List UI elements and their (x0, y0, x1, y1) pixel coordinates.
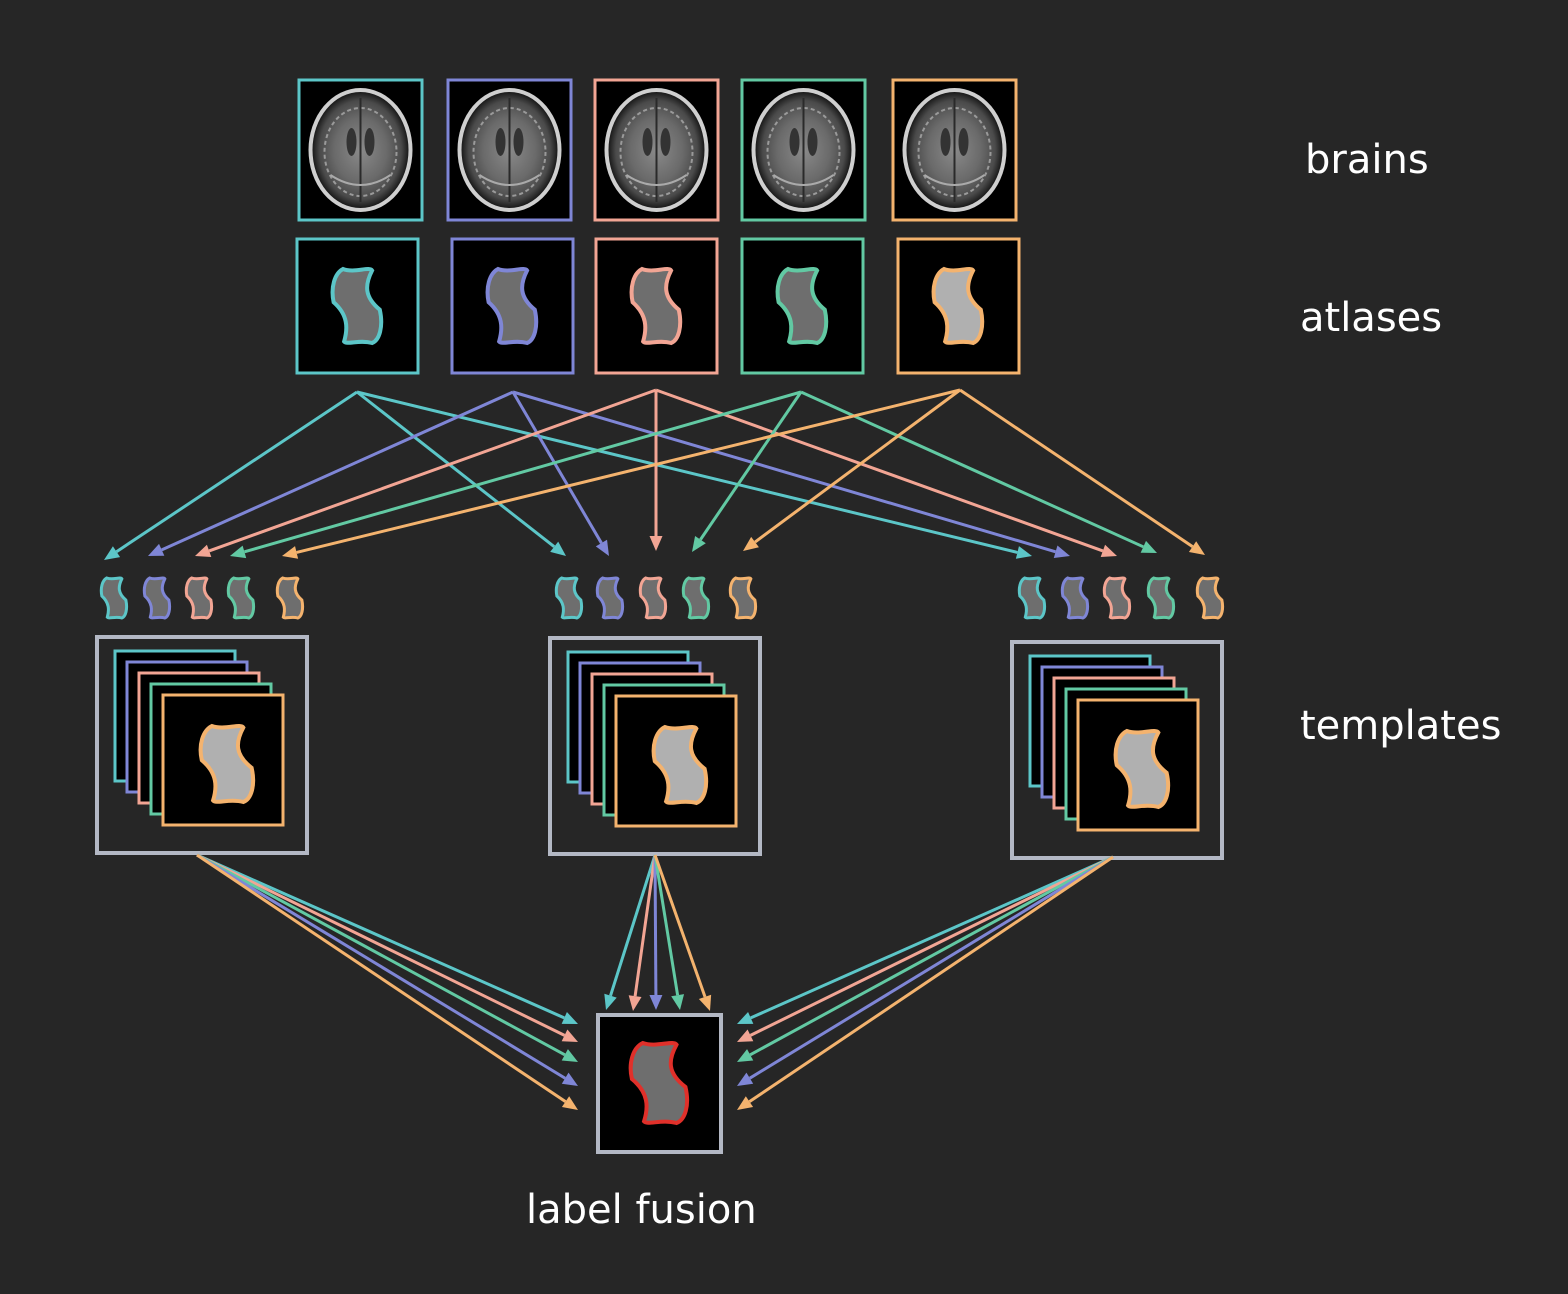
fused-label-region (628, 1040, 690, 1126)
arrow-right-to-fusion-4 (737, 855, 1114, 1086)
template-frame (95, 635, 309, 855)
arrow-atlas3-to-template1 (195, 388, 657, 558)
arrow-right-to-fusion-5 (737, 855, 1114, 1110)
arrow-left-to-fusion-4 (196, 853, 578, 1086)
mini-label-t2-a3 (638, 576, 668, 620)
arrow-atlas3-to-template2 (649, 390, 663, 551)
brain-scan-1 (297, 78, 424, 222)
arrow-left-to-fusion-1 (196, 853, 578, 1024)
arrow-atlas5-to-template2 (743, 388, 961, 551)
atlas-to-template-arrows (104, 388, 1205, 560)
atlas-3 (594, 237, 719, 375)
brain-scan-2 (446, 78, 573, 222)
arrow-mid-to-fusion-3 (649, 854, 663, 1010)
arrow-atlas5-to-template3 (959, 388, 1205, 555)
template-stacks (95, 635, 1224, 860)
arrow-atlas4-to-template3 (800, 390, 1157, 553)
mini-label-t1-a1 (99, 576, 129, 620)
mini-label-t3-a4 (1146, 576, 1176, 620)
arrow-mid-to-fusion-2 (628, 854, 657, 1011)
arrow-atlas1-to-template3 (356, 390, 1032, 559)
atlas-2 (450, 237, 575, 375)
atlas-row (295, 237, 1021, 375)
atlas-label-region-3 (629, 266, 683, 346)
atlases-label: atlases (1300, 295, 1443, 341)
arrow-atlas1-to-template2 (356, 390, 566, 556)
arrow-right-to-fusion-2 (737, 855, 1114, 1042)
fusion-output (596, 1013, 723, 1154)
template-stack-1 (95, 635, 309, 855)
mini-label-t1-a3 (184, 576, 214, 620)
atlas-label-region-5 (931, 266, 985, 346)
mini-label-t1-a2 (142, 576, 172, 620)
arrow-left-to-fusion-3 (196, 853, 578, 1062)
arrow-mid-to-fusion-1 (604, 854, 657, 1010)
templates-label: templates (1300, 703, 1502, 749)
arrow-right-to-fusion-1 (737, 855, 1114, 1024)
mini-label-t3-a3 (1102, 576, 1132, 620)
arrow-atlas2-to-template3 (512, 390, 1070, 558)
mini-label-t2-a4 (681, 576, 711, 620)
mini-label-t1-a5 (275, 576, 305, 620)
atlas-4 (740, 237, 865, 375)
atlas-label-region-2 (485, 266, 539, 346)
mini-label-t2-a2 (595, 576, 625, 620)
brain-scan-3 (593, 78, 720, 222)
arrow-atlas4-to-template1 (230, 390, 802, 559)
template-label-region (198, 723, 256, 805)
arrow-mid-to-fusion-5 (653, 854, 712, 1011)
template-label-region (651, 724, 709, 806)
arrow-atlas2-to-template2 (511, 391, 609, 556)
mini-label-rows (99, 576, 1225, 620)
mini-label-t1-a4 (226, 576, 256, 620)
mini-label-t2-a5 (728, 576, 758, 620)
mini-label-t3-a1 (1017, 576, 1047, 620)
brain-scan-5 (891, 78, 1018, 222)
brains-label: brains (1305, 137, 1429, 183)
template-frame (548, 636, 762, 856)
arrow-atlas1-to-template1 (104, 390, 358, 560)
arrow-atlas3-to-template3 (655, 388, 1117, 558)
atlas-5 (896, 237, 1021, 375)
mini-label-t3-a5 (1195, 576, 1225, 620)
atlas-label-region-1 (330, 266, 384, 346)
template-frame (1010, 640, 1224, 860)
brain-row (297, 78, 1018, 222)
arrow-atlas2-to-template1 (148, 390, 514, 556)
brain-scan-4 (740, 78, 867, 222)
template-label-region (1113, 728, 1171, 810)
atlas-label-region-4 (775, 266, 829, 346)
arrow-right-to-fusion-3 (737, 855, 1114, 1062)
atlas-1 (295, 237, 420, 375)
mini-label-t2-a1 (554, 576, 584, 620)
template-stack-2 (548, 636, 762, 856)
arrow-atlas5-to-template1 (282, 388, 961, 559)
arrow-left-to-fusion-2 (196, 853, 578, 1042)
arrow-left-to-fusion-5 (196, 853, 578, 1110)
label-fusion-label: label fusion (526, 1187, 757, 1233)
template-to-fusion-arrows (196, 853, 1114, 1110)
arrow-atlas4-to-template2 (692, 391, 803, 552)
arrow-mid-to-fusion-4 (653, 854, 685, 1010)
mini-label-t3-a2 (1060, 576, 1090, 620)
template-stack-3 (1010, 640, 1224, 860)
